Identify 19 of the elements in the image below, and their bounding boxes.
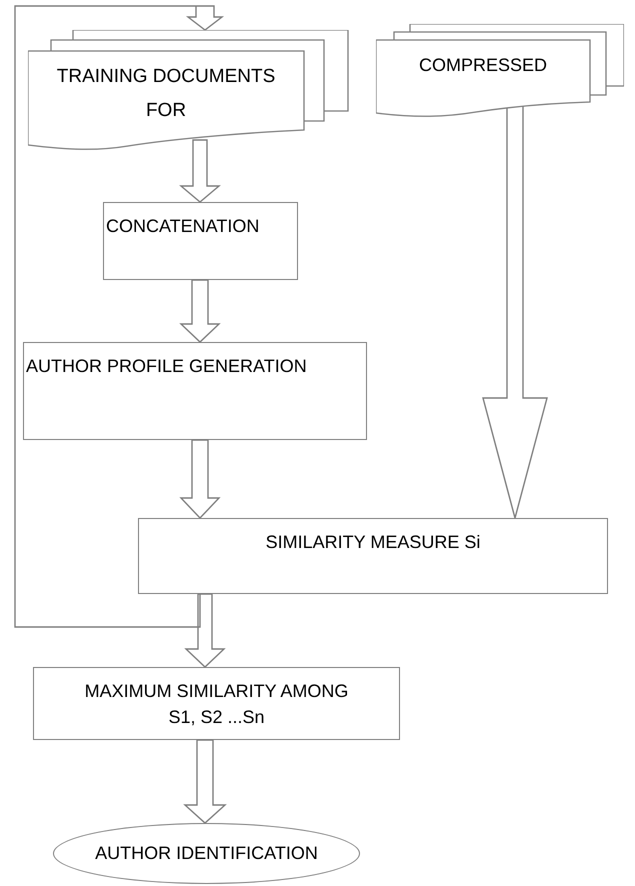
node-label: COMPRESSED bbox=[418, 54, 548, 77]
block-arrow bbox=[184, 593, 226, 668]
process-box bbox=[138, 518, 608, 594]
process-box bbox=[103, 202, 298, 280]
node-label: MAXIMUM SIMILARITY AMONG bbox=[84, 680, 348, 702]
document-stack bbox=[28, 30, 350, 152]
block-arrow bbox=[179, 279, 221, 343]
node-label: TRAINING DOCUMENTS FOR bbox=[56, 65, 276, 123]
block-arrow bbox=[179, 439, 221, 520]
node-label: AUTHOR PROFILE GENERATION bbox=[26, 355, 308, 378]
block-arrow bbox=[179, 139, 221, 203]
process-box bbox=[33, 667, 400, 740]
node-label: CONCATENATION bbox=[106, 215, 260, 238]
process-box bbox=[23, 342, 367, 440]
document-stack bbox=[376, 24, 624, 120]
node-label: S1, S2 ...Sn bbox=[168, 706, 265, 728]
node-label: AUTHOR IDENTIFICATION bbox=[95, 842, 318, 865]
block-arrow bbox=[183, 739, 227, 824]
node-label: SIMILARITY MEASURE Si bbox=[264, 531, 482, 554]
